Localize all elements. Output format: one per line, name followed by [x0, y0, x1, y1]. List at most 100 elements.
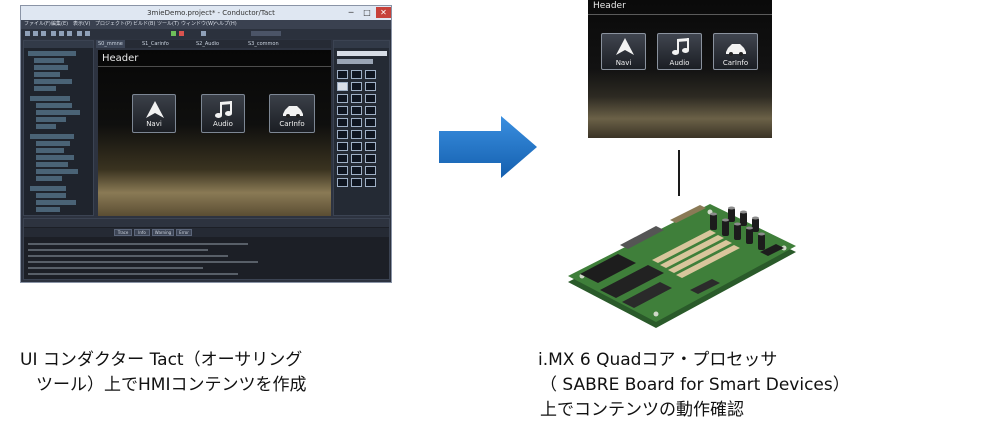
undo-icon[interactable] — [77, 31, 82, 36]
asset-thumbnail[interactable] — [337, 130, 348, 139]
cut-icon[interactable] — [51, 31, 56, 36]
tab-s0-mmne[interactable]: S0_mmne — [96, 40, 125, 48]
asset-thumbnail[interactable] — [351, 118, 362, 127]
maximize-button[interactable]: □ — [363, 8, 371, 17]
property-field[interactable] — [337, 59, 373, 64]
tree-item[interactable] — [36, 110, 80, 115]
tree-item[interactable] — [30, 186, 66, 191]
asset-thumbnail[interactable] — [337, 154, 348, 163]
design-canvas[interactable]: Header Navi Audio CarInfo — [98, 50, 331, 216]
asset-thumbnail[interactable] — [351, 94, 362, 103]
tree-item[interactable] — [36, 207, 60, 212]
menu-tools[interactable]: ツール(T) — [157, 21, 179, 27]
menu-project[interactable]: プロジェクト(P) — [95, 21, 132, 27]
asset-thumbnail[interactable] — [337, 166, 348, 175]
minimize-button[interactable]: ─ — [348, 8, 354, 17]
property-field[interactable] — [337, 51, 387, 56]
asset-thumbnail[interactable] — [337, 82, 348, 91]
right-caption-line2: （ SABRE Board for Smart Devices） — [540, 375, 850, 395]
asset-thumbnail[interactable] — [351, 154, 362, 163]
device-audio-button[interactable]: Audio — [657, 33, 702, 70]
canvas-carinfo-button[interactable]: CarInfo — [269, 94, 315, 133]
tree-item[interactable] — [36, 193, 66, 198]
tree-item[interactable] — [28, 51, 76, 56]
asset-thumbnail[interactable] — [351, 130, 362, 139]
asset-thumbnail[interactable] — [351, 166, 362, 175]
tree-item[interactable] — [30, 96, 70, 101]
asset-thumbnail[interactable] — [337, 94, 348, 103]
tree-item[interactable] — [36, 200, 76, 205]
device-carinfo-button[interactable]: CarInfo — [713, 33, 758, 70]
tree-item[interactable] — [34, 65, 68, 70]
asset-thumbnail[interactable] — [351, 82, 362, 91]
menu-file[interactable]: ファイル(F) — [24, 21, 51, 27]
menu-build[interactable]: ビルド(B) — [133, 21, 156, 27]
stop-icon[interactable] — [179, 31, 184, 36]
canvas-navi-button[interactable]: Navi — [132, 94, 176, 133]
asset-thumbnail[interactable] — [365, 178, 376, 187]
asset-thumbnail[interactable] — [365, 142, 376, 151]
tree-item[interactable] — [36, 169, 78, 174]
asset-thumbnail[interactable] — [365, 94, 376, 103]
project-tree-panel — [23, 40, 94, 216]
tree-item[interactable] — [30, 134, 74, 139]
menu-edit[interactable]: 編集(E) — [51, 21, 69, 27]
asset-thumbnail[interactable] — [337, 142, 348, 151]
tree-item[interactable] — [36, 124, 56, 129]
asset-thumbnail[interactable] — [365, 118, 376, 127]
asset-thumbnail[interactable] — [365, 106, 376, 115]
asset-thumbnail[interactable] — [337, 106, 348, 115]
filter-info-button[interactable]: Info — [134, 229, 150, 236]
filter-warning-button[interactable]: Warning — [152, 229, 174, 236]
save-icon[interactable] — [41, 31, 46, 36]
asset-thumbnail[interactable] — [337, 178, 348, 187]
device-navi-button[interactable]: Navi — [601, 33, 646, 70]
filter-trace-button[interactable]: Trace — [114, 229, 132, 236]
tree-item[interactable] — [34, 79, 72, 84]
canvas-audio-button[interactable]: Audio — [201, 94, 245, 133]
asset-thumbnail[interactable] — [351, 106, 362, 115]
header-divider — [98, 66, 331, 67]
tree-item[interactable] — [34, 58, 64, 63]
asset-thumbnail[interactable] — [337, 118, 348, 127]
tab-s2-audio[interactable]: S2_Audio — [196, 41, 220, 47]
run-icon[interactable] — [171, 31, 176, 36]
menu-window[interactable]: ウィンドウ(W) — [181, 21, 215, 27]
tree-item[interactable] — [36, 176, 62, 181]
device-display: Header Navi Audio CarInfo — [588, 0, 772, 138]
target-select[interactable] — [251, 31, 281, 36]
paste-icon[interactable] — [67, 31, 72, 36]
new-icon[interactable] — [25, 31, 30, 36]
asset-thumbnail[interactable] — [365, 130, 376, 139]
device-header-label: Header — [593, 1, 626, 11]
tree-item[interactable] — [34, 86, 56, 91]
tree-item[interactable] — [36, 155, 74, 160]
asset-thumbnail[interactable] — [365, 154, 376, 163]
navi-arrow-icon — [616, 38, 634, 55]
asset-thumbnail[interactable] — [351, 178, 362, 187]
tree-item[interactable] — [36, 162, 68, 167]
asset-thumbnail[interactable] — [337, 70, 348, 79]
asset-thumbnail[interactable] — [365, 70, 376, 79]
tab-s3-common[interactable]: S3_common — [248, 41, 279, 47]
asset-thumbnail[interactable] — [351, 142, 362, 151]
asset-thumbnail[interactable] — [351, 70, 362, 79]
tab-s1-carinfo[interactable]: S1_Carinfo — [142, 41, 169, 47]
canvas-navi-label: Navi — [146, 120, 162, 128]
asset-thumbnail[interactable] — [365, 166, 376, 175]
copy-icon[interactable] — [59, 31, 64, 36]
canvas-carinfo-label: CarInfo — [279, 120, 305, 128]
tree-item[interactable] — [36, 148, 64, 153]
tree-item[interactable] — [36, 141, 70, 146]
tree-item[interactable] — [34, 72, 60, 77]
menu-view[interactable]: 表示(V) — [73, 21, 91, 27]
close-button[interactable]: ✕ — [376, 7, 391, 18]
tree-item[interactable] — [36, 117, 66, 122]
menu-help[interactable]: ヘルプ(H) — [214, 21, 237, 27]
open-icon[interactable] — [33, 31, 38, 36]
asset-thumbnail[interactable] — [365, 82, 376, 91]
build-icon[interactable] — [201, 31, 206, 36]
redo-icon[interactable] — [85, 31, 90, 36]
tree-item[interactable] — [36, 103, 72, 108]
filter-error-button[interactable]: Error — [176, 229, 192, 236]
